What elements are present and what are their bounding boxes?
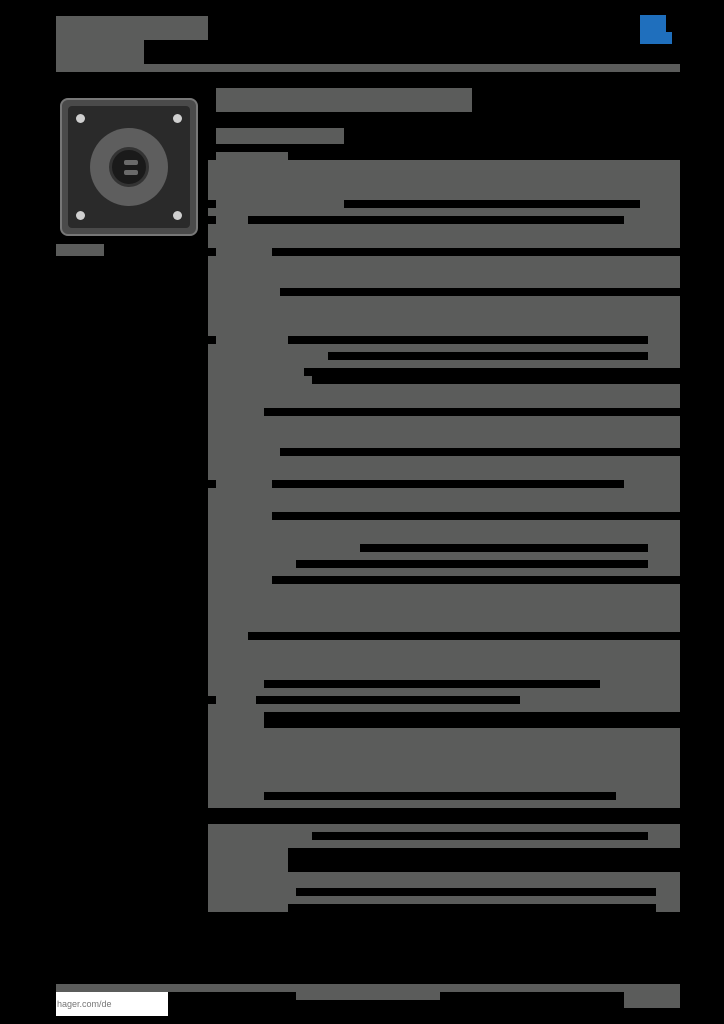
header-rule <box>56 64 680 72</box>
footer-url-link[interactable]: hager.com/de <box>56 992 168 1016</box>
page-heading <box>216 88 472 112</box>
footer-rule <box>56 984 680 992</box>
footer-center-text <box>296 992 440 1000</box>
product-image <box>60 98 198 236</box>
spec-table <box>208 160 680 912</box>
header-title <box>56 16 208 40</box>
product-caption <box>56 244 104 256</box>
header-subtitle <box>56 40 144 64</box>
socket-icon <box>109 147 149 187</box>
section-label <box>216 152 288 160</box>
hager-logo <box>640 12 672 44</box>
footer-page-info <box>624 992 680 1008</box>
page-subheading <box>216 128 344 144</box>
